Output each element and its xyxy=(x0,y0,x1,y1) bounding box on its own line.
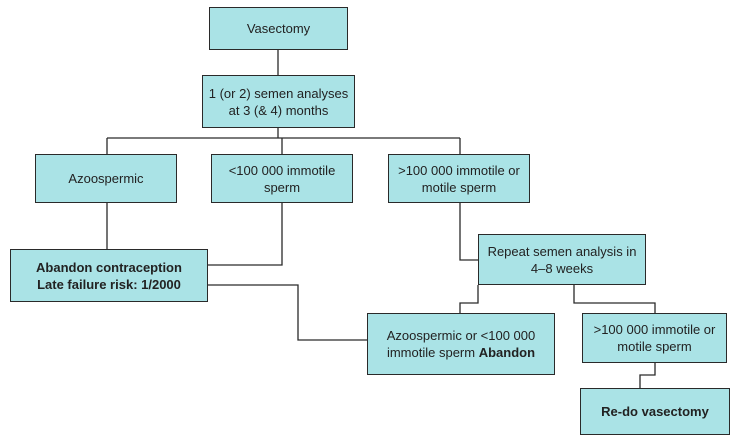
node-semen-analyses: 1 (or 2) semen analyses at 3 (& 4) month… xyxy=(202,75,355,128)
node-repeat-analysis: Repeat semen analysis in 4–8 weeks xyxy=(478,234,646,285)
connector-motile-to-repeat xyxy=(459,203,478,261)
node-redo-vasectomy-label: Re-do vasectomy xyxy=(601,404,709,419)
node-abandon-keyword: Abandon xyxy=(478,345,536,360)
node-abandon-contraception: Abandon contraception Late failure risk:… xyxy=(10,249,208,302)
node-azoospermic-or-immotile-abandon-label: Azoospermic or <100 000 immotile sperm A… xyxy=(372,327,550,361)
node-immotile-lt-100000: <100 000 immotile sperm xyxy=(211,154,353,203)
node-azoospermic-or-immotile-abandon: Azoospermic or <100 000 immotile sperm A… xyxy=(367,313,555,375)
connector-immotile-to-abandon xyxy=(208,203,283,266)
node-semen-analyses-label: 1 (or 2) semen analyses at 3 (& 4) month… xyxy=(208,85,349,118)
node-redo-vasectomy: Re-do vasectomy xyxy=(580,388,730,435)
node-motile-gt-100000: >100 000 immotile or motile sperm xyxy=(388,154,530,203)
node-motile-gt-100000-label: >100 000 immotile or motile sperm xyxy=(398,162,520,195)
node-motile-gt-100000-second-label: >100 000 immotile or motile sperm xyxy=(593,322,716,354)
connector-second-abandon-to-abandon xyxy=(208,284,367,341)
node-abandon-line2: Late failure risk: 1/2000 xyxy=(37,276,181,292)
node-azoospermic-label: Azoospermic xyxy=(68,171,144,186)
node-motile-gt-100000-second: >100 000 immotile or motile sperm xyxy=(582,313,727,363)
node-repeat-analysis-label: Repeat semen analysis in 4–8 weeks xyxy=(487,243,637,276)
connector-motile2-to-redo xyxy=(639,363,656,388)
connector-repeat-split xyxy=(459,285,656,313)
node-vasectomy: Vasectomy xyxy=(209,7,348,50)
node-azoospermic: Azoospermic xyxy=(35,154,177,203)
node-vasectomy-label: Vasectomy xyxy=(246,21,311,36)
node-immotile-lt-100000-label: <100 000 immotile sperm xyxy=(228,162,336,195)
node-abandon-line1: Abandon contraception xyxy=(36,259,182,275)
node-azoospermic-or-immotile-text: Azoospermic or <100 000 immotile sperm xyxy=(386,328,536,360)
connector-analyses-split xyxy=(106,128,461,154)
